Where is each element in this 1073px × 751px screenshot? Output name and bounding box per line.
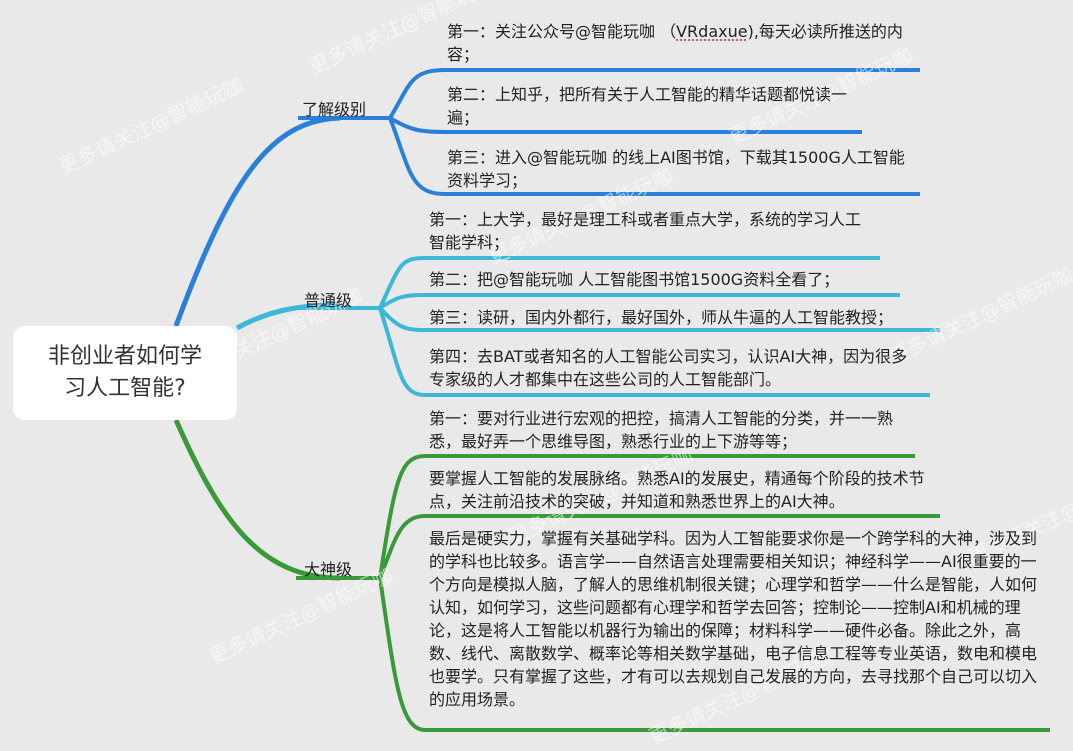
basic-leaf-1[interactable]: 第一：关注公众号@智能玩咖 （VRdaxue),每天必读所推送的内容；	[447, 20, 917, 66]
branch-normal-label[interactable]: 普通级	[304, 287, 352, 311]
connector-root-to-expert	[176, 420, 340, 578]
expert-leaf-2[interactable]: 要掌握人工智能的发展脉络。熟悉AI的发展史，精通每个阶段的技术节点，关注前沿技术…	[429, 467, 939, 513]
normal-leaf-2[interactable]: 第二：把@智能玩咖 人工智能图书馆1500G资料全看了；	[429, 268, 899, 291]
basic-leaf-3[interactable]: 第三：进入@智能玩咖 的线上AI图书馆，下载其1500G人工智能资料学习；	[447, 146, 917, 192]
expert-leaf-1[interactable]: 第一：要对行业进行宏观的把控，搞清人工智能的分类，并一一熟悉，最好弄一个思维导图…	[429, 407, 919, 453]
branch-basic-label[interactable]: 了解级别	[302, 96, 366, 120]
branch-expert-label[interactable]: 大神级	[304, 556, 352, 580]
normal-leaf-4[interactable]: 第四：去BAT或者知名的人工智能公司实习，认识AI大神，因为很多专家级的人才都集…	[429, 345, 919, 391]
root-node[interactable]: 非创业者如何学习人工智能?	[13, 326, 237, 420]
normal-leaf-1[interactable]: 第一：上大学，最好是理工科或者重点大学，系统的学习人工智能学科；	[429, 208, 869, 254]
normal-leaf-3[interactable]: 第三：读研，国内外都行，最好国外，师从牛逼的人工智能教授；	[429, 306, 939, 329]
basic-leaf-2[interactable]: 第二：上知乎，把所有关于人工智能的精华话题都悦读一遍；	[447, 83, 847, 129]
expert-leaf-3[interactable]: 最后是硬实力，掌握有关基础学科。因为人工智能要求你是一个跨学科的大神，涉及到的学…	[429, 527, 1047, 711]
root-label: 非创业者如何学习人工智能?	[40, 341, 210, 405]
basic-leaf-1-pre: 第一：关注公众号@智能玩咖 （	[447, 22, 676, 41]
basic-leaf-1-account: VRdaxue	[676, 22, 747, 41]
